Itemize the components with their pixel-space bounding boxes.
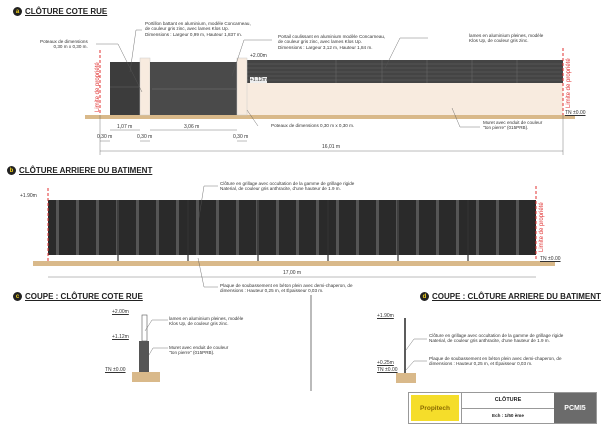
portail bbox=[150, 62, 237, 115]
section-badge: d bbox=[420, 292, 429, 301]
post bbox=[139, 57, 151, 116]
note-plaque: Plaque de soubassement en béton plein av… bbox=[220, 283, 353, 294]
level-top: +2.00m bbox=[112, 309, 129, 315]
fence-stripe bbox=[296, 200, 299, 255]
title-block: Propitech CLÔTURE Ech : 1/50 ème PCMI5 bbox=[408, 392, 597, 424]
fence-stripe bbox=[176, 200, 179, 255]
fence-stripe bbox=[316, 200, 319, 255]
dim-post: 0,30 m bbox=[97, 134, 113, 140]
property-limit-label: Limite de propriété bbox=[539, 202, 545, 252]
fence-stripe bbox=[236, 200, 239, 255]
level-tn: TN ±0.00 bbox=[540, 256, 561, 262]
fence-stripe bbox=[56, 200, 59, 255]
slats bbox=[247, 60, 563, 83]
fence-stripe bbox=[136, 200, 139, 255]
note-grillage: Clôture en grillage avec occultation de … bbox=[429, 333, 564, 344]
fence-stripe bbox=[436, 200, 439, 255]
section-rear-fence bbox=[396, 318, 427, 383]
fence-stripe bbox=[496, 200, 499, 255]
dim-total: 16,01 m bbox=[322, 144, 341, 150]
fence-stripe bbox=[516, 200, 519, 255]
drawing-scale: Ech : 1/50 ème bbox=[462, 407, 554, 424]
company-logo: Propitech bbox=[411, 395, 459, 421]
note-portillon: Portillon battant en aluminium, modèle C… bbox=[145, 21, 251, 37]
fence-stripe bbox=[476, 200, 479, 255]
title-text: COUPE : CLÔTURE ARRIERE DU BATIMENT bbox=[432, 292, 601, 301]
grillage bbox=[48, 200, 536, 255]
note-portail: Portail coulissant en aluminium modèle C… bbox=[278, 34, 386, 50]
level-top: +1.90m bbox=[377, 313, 394, 319]
note-muret: Muret avec enduit de couleur"ton pierre"… bbox=[483, 120, 543, 131]
drawing-code: PCMI5 bbox=[554, 393, 596, 423]
fence-stripe bbox=[96, 200, 99, 255]
title-text: CLÔTURE ARRIERE DU BATIMENT bbox=[19, 166, 153, 175]
note-grillage: Clôture en grillage avec occultation de … bbox=[220, 181, 355, 192]
title-text: COUPE : CLÔTURE COTE RUE bbox=[25, 292, 143, 301]
fence-stripe bbox=[216, 200, 219, 255]
dim-post: 0,30 m bbox=[137, 134, 153, 140]
note-posts-bottom: Poteaux de dimensions 0,30 m x 0,30 m. bbox=[271, 123, 355, 128]
drawing-name: CLÔTURE bbox=[494, 397, 522, 404]
fence-stripe bbox=[356, 200, 359, 255]
level-mid: +1.12m bbox=[250, 77, 267, 83]
ground bbox=[33, 261, 555, 266]
fence-stripe bbox=[416, 200, 419, 255]
level-top: +1.90m bbox=[20, 193, 37, 199]
dim-total: 17,00 m bbox=[283, 270, 302, 276]
ground bbox=[85, 115, 575, 119]
fence-stripe bbox=[456, 200, 459, 255]
elevation-street-fence bbox=[85, 29, 575, 155]
fence-stripe bbox=[276, 200, 279, 255]
fence-stripe bbox=[156, 200, 159, 255]
level-top: +2.00m bbox=[250, 53, 267, 59]
note-plaque: Plaque de soubassement en béton plein av… bbox=[429, 356, 562, 367]
post bbox=[236, 57, 248, 116]
portillon bbox=[110, 62, 140, 115]
section-badge: a bbox=[13, 7, 22, 16]
fence-stripe bbox=[336, 200, 339, 255]
wall bbox=[247, 83, 563, 115]
wall-section bbox=[139, 341, 149, 372]
dim-post: 0,30 m bbox=[233, 134, 249, 140]
level-tn: TN ±0.00 bbox=[105, 367, 126, 373]
property-limit-label: Limite de propriété bbox=[566, 58, 572, 108]
section-street-fence bbox=[132, 314, 168, 382]
level-mid: +0.25m bbox=[377, 360, 394, 366]
section-badge: b bbox=[7, 166, 16, 175]
property-limit-label: Limite de propriété bbox=[95, 62, 101, 112]
fence-stripe bbox=[376, 200, 379, 255]
dim-portillon: 1,07 m bbox=[117, 124, 133, 130]
note-muret: Muret avec enduit de couleur"ton pierre"… bbox=[169, 345, 229, 356]
elevation-rear-fence bbox=[33, 185, 555, 288]
title-text: CLÔTURE COTE RUE bbox=[25, 7, 108, 16]
level-mid: +1.12m bbox=[112, 334, 129, 340]
level-tn: TN ±0.00 bbox=[565, 110, 586, 116]
dim-portail: 3,06 m bbox=[184, 124, 200, 130]
fence-stripe bbox=[76, 200, 79, 255]
section-badge: c bbox=[13, 292, 22, 301]
level-tn: TN ±0.00 bbox=[377, 367, 398, 373]
